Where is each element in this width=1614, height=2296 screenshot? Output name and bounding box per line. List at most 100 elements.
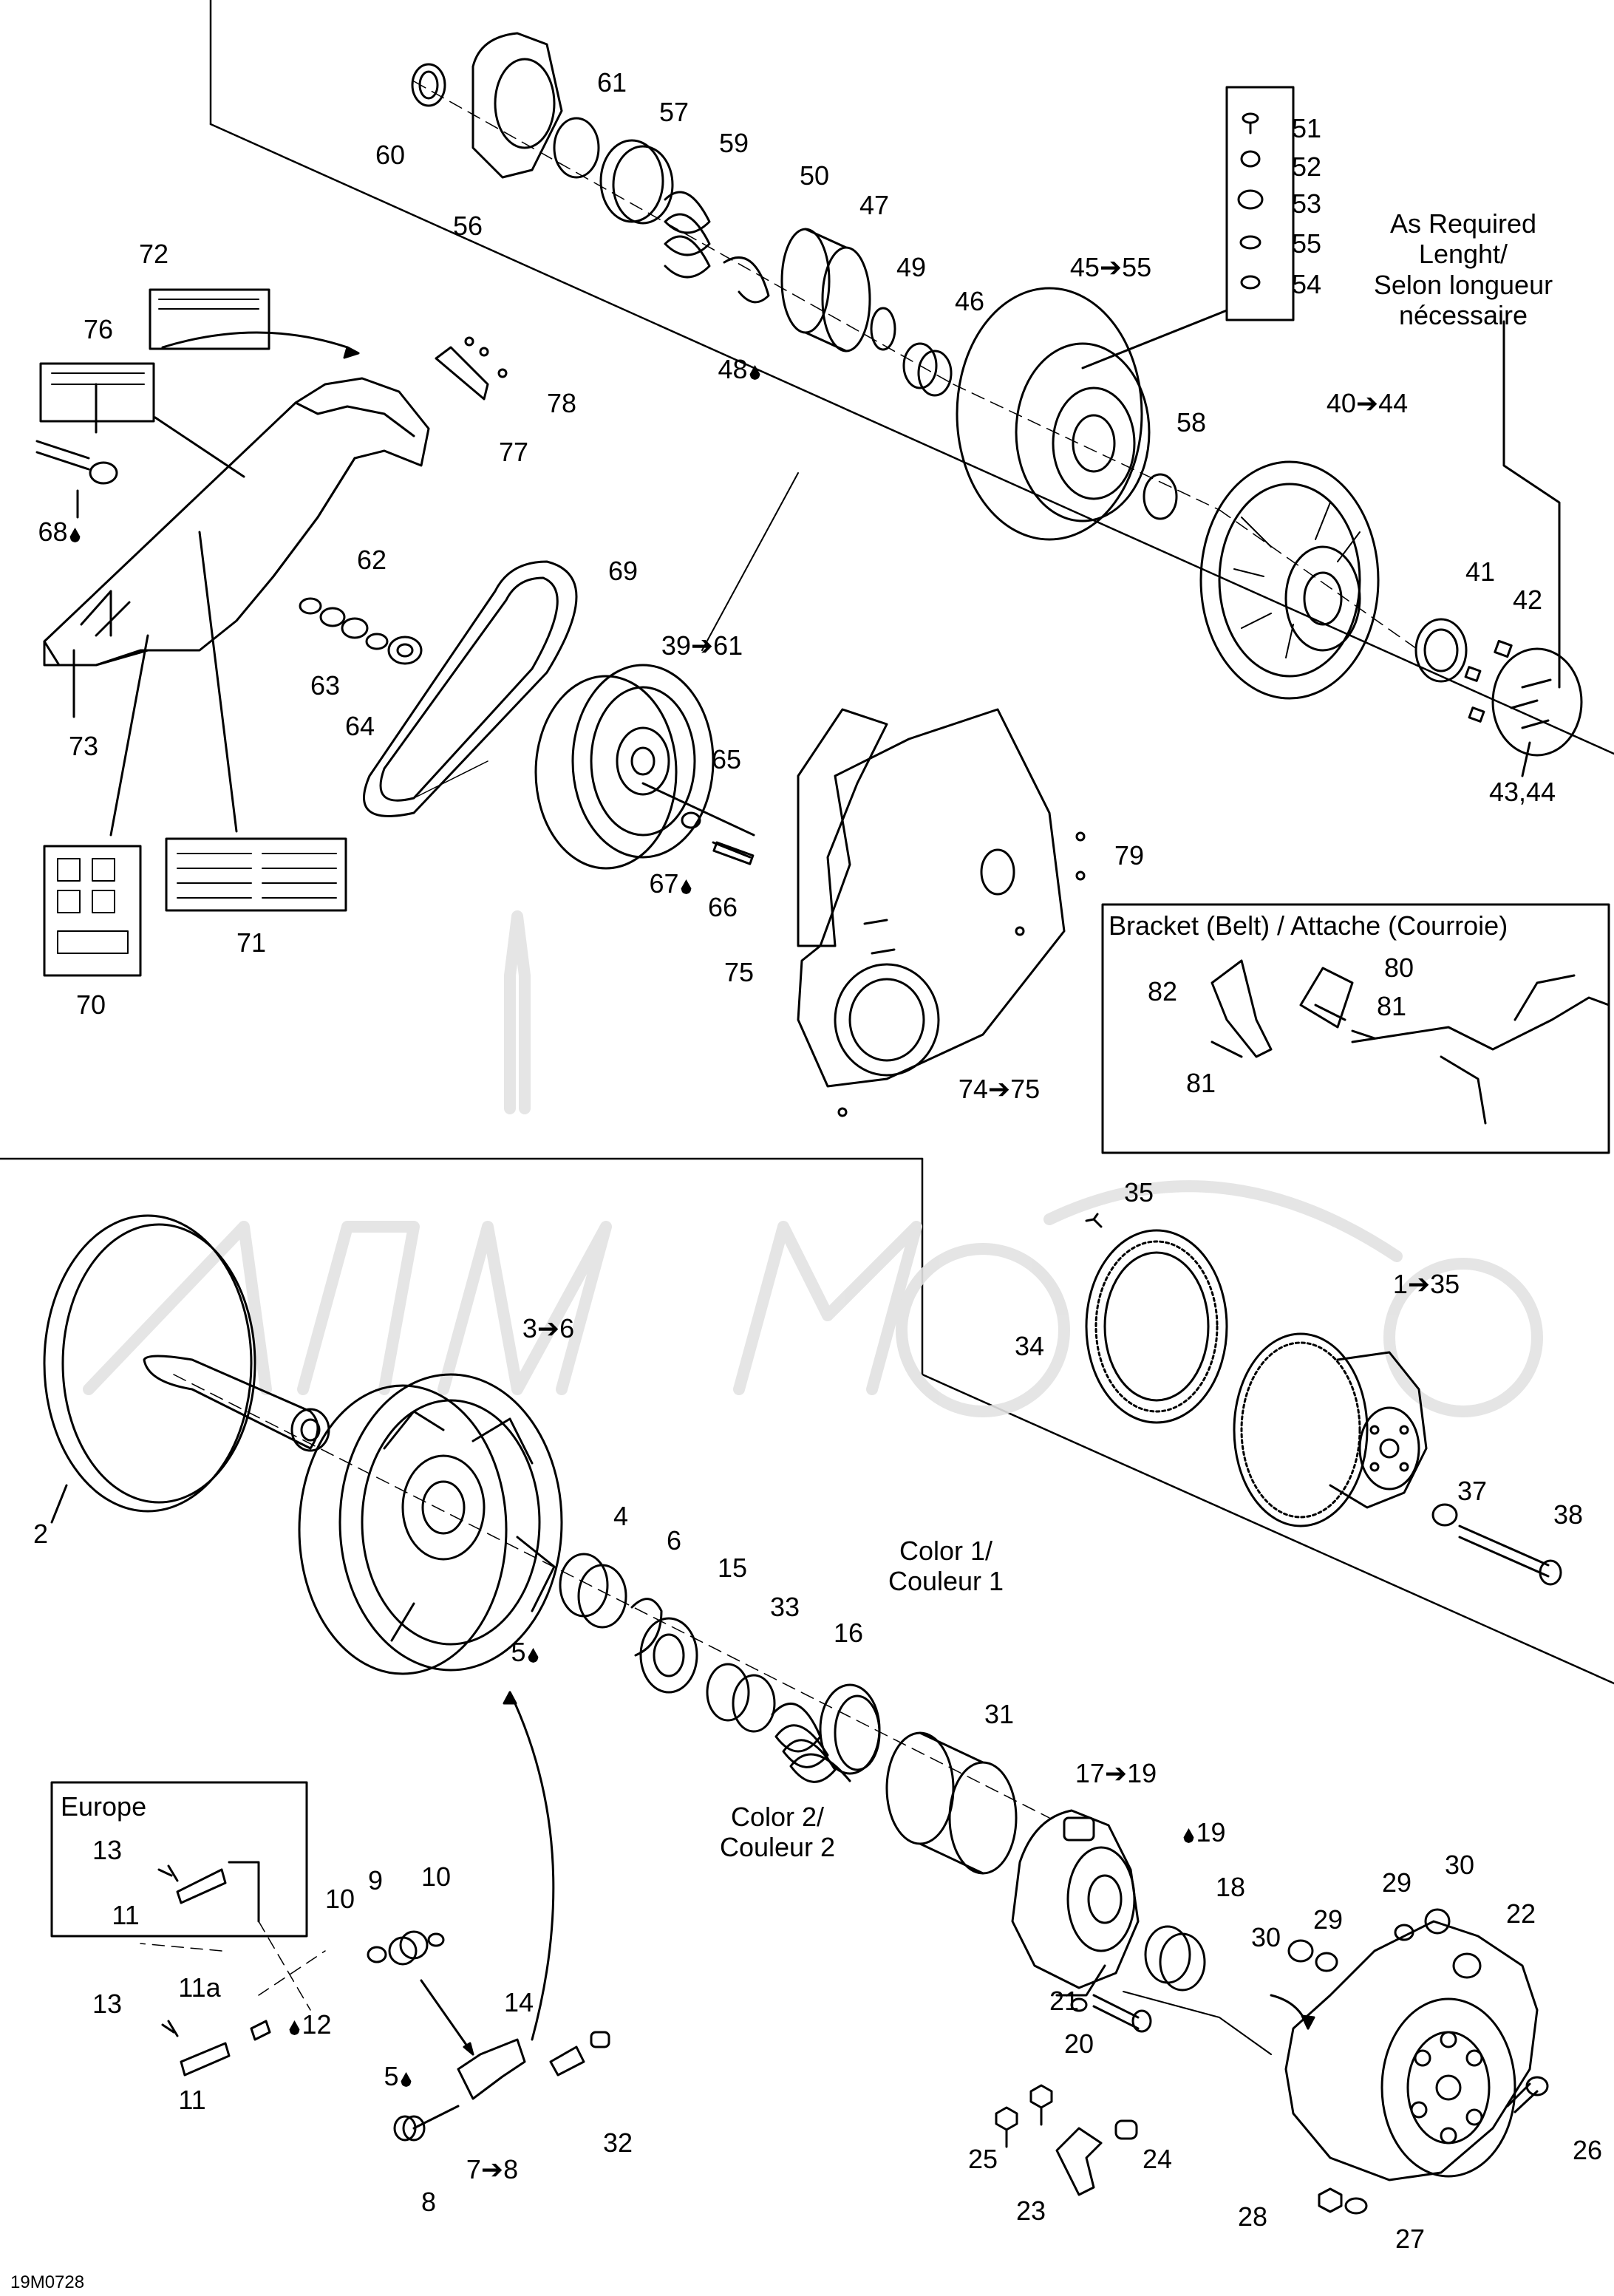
callout-37: 37 [1457, 1476, 1488, 1506]
sleeve-31 [885, 1731, 1018, 1875]
callout-33: 33 [769, 1592, 800, 1622]
callout-49: 49 [896, 252, 927, 282]
callout-61: 61 [596, 67, 627, 98]
spider-17-19 [1011, 1809, 1140, 1997]
callout-5-upper: 5 [511, 1639, 539, 1666]
drive-small-parts [173, 1374, 1050, 1819]
as-required-note: As Required Lenght/ Selon longueur néces… [1373, 208, 1553, 331]
callout-11: 11 [178, 2085, 206, 2115]
callout-53: 53 [1291, 188, 1322, 219]
lubricant-drop-icon [681, 879, 692, 894]
lubricant-drop-icon [69, 528, 81, 542]
callout-43-44: 43,44 [1488, 777, 1556, 807]
callout-77: 77 [498, 437, 529, 467]
bushing-18 [1144, 1925, 1206, 1992]
callout-34: 34 [1014, 1331, 1045, 1361]
pulley-guard-cover [797, 708, 1086, 1117]
callout-30-lower: 30 [1250, 1922, 1281, 1952]
callout-7-8: 7➔8 [466, 2154, 519, 2184]
callout-23: 23 [1015, 2195, 1046, 2226]
callout-31: 31 [984, 1699, 1015, 1729]
callout-16: 16 [833, 1618, 864, 1648]
lubricant-drop-icon [1183, 1828, 1194, 1843]
callout-29-lower: 29 [1312, 1904, 1344, 1935]
callout-72: 72 [138, 239, 169, 269]
callout-74-75: 74➔75 [958, 1074, 1041, 1104]
bolt-20-21 [1070, 1994, 1152, 2033]
callout-45-55: 45➔55 [1069, 252, 1152, 282]
sheave-45-55 [953, 287, 1220, 541]
callout-30-upper: 30 [1444, 1850, 1475, 1880]
callout-28: 28 [1237, 2201, 1268, 2232]
callout-26: 26 [1572, 2135, 1603, 2165]
callout-4: 4 [613, 1501, 629, 1531]
callout-64: 64 [344, 711, 375, 741]
callout-21: 21 [1049, 1986, 1080, 2016]
hardware-27-28 [1287, 1908, 1549, 2215]
bracket-box-title: Bracket (Belt) / Attache (Courroie) [1109, 910, 1508, 941]
section-frame-lines [0, 0, 1614, 1685]
europe-box [50, 1781, 311, 2011]
callout-50: 50 [799, 160, 830, 191]
callout-78: 78 [546, 388, 577, 418]
callout-1-35: 1➔35 [1392, 1269, 1460, 1299]
callout-3-6: 3➔6 [522, 1313, 575, 1343]
hardware-box [1081, 86, 1295, 369]
callout-24: 24 [1142, 2144, 1173, 2174]
lubricant-drop-icon [401, 2072, 412, 2087]
fixed-half-2 [43, 1214, 330, 1524]
washer-stack [299, 597, 423, 665]
callout-13-europe: 13 [92, 1835, 123, 1865]
callout-57: 57 [658, 97, 689, 127]
callout-70: 70 [75, 989, 106, 1020]
fixed-sheave-40-44 [1199, 460, 1420, 700]
callout-71: 71 [236, 927, 267, 958]
callout-10-left: 10 [324, 1884, 355, 1914]
callout-51: 51 [1291, 113, 1322, 143]
callout-14: 14 [503, 1987, 534, 2017]
callout-29-upper: 29 [1381, 1867, 1412, 1898]
drive-clutch-1-35 [1085, 1213, 1562, 1586]
callout-5-lower: 5 [384, 2063, 412, 2090]
callout-22: 22 [1505, 1898, 1536, 1929]
callout-32: 32 [602, 2128, 633, 2158]
governor-cup-22 [1270, 1920, 1539, 2181]
callout-40-44: 40➔44 [1326, 388, 1409, 418]
callout-10-right: 10 [420, 1861, 452, 1892]
callout-2: 2 [33, 1519, 49, 1549]
callout-68: 68 [38, 519, 81, 545]
callout-69: 69 [607, 556, 639, 586]
callout-48: 48 [718, 356, 760, 383]
driven-pulley-upper [534, 664, 755, 870]
callout-82: 82 [1147, 976, 1178, 1006]
bracket-box [1101, 903, 1610, 1154]
callout-79: 79 [1114, 840, 1145, 871]
figure-code: 19M0728 [10, 2272, 85, 2292]
callout-66: 66 [707, 892, 738, 922]
callout-58: 58 [1176, 407, 1207, 437]
callout-38: 38 [1553, 1499, 1584, 1530]
callout-52: 52 [1291, 151, 1322, 182]
callout-35: 35 [1123, 1177, 1154, 1207]
callout-11a: 11a [178, 1972, 221, 2003]
callout-81-upper: 81 [1376, 991, 1407, 1021]
callout-15: 15 [717, 1553, 748, 1583]
washer-58 [1143, 473, 1178, 520]
ring-gear-34 [1085, 1229, 1228, 1424]
as-required-leader [1502, 320, 1561, 689]
callout-13: 13 [92, 1989, 123, 2019]
callout-6: 6 [666, 1525, 682, 1556]
callout-65: 65 [711, 744, 742, 774]
retainer-41-44 [1414, 618, 1583, 777]
callout-54: 54 [1291, 269, 1322, 299]
callout-12: 12 [289, 2011, 332, 2038]
lubricant-drop-icon [289, 2020, 300, 2035]
drive-belt [363, 560, 578, 817]
watermark [83, 910, 1543, 1417]
callout-73: 73 [68, 731, 99, 761]
callout-60: 60 [375, 140, 406, 170]
roller-parts [140, 1691, 610, 2142]
cam-parts-top [411, 32, 954, 397]
